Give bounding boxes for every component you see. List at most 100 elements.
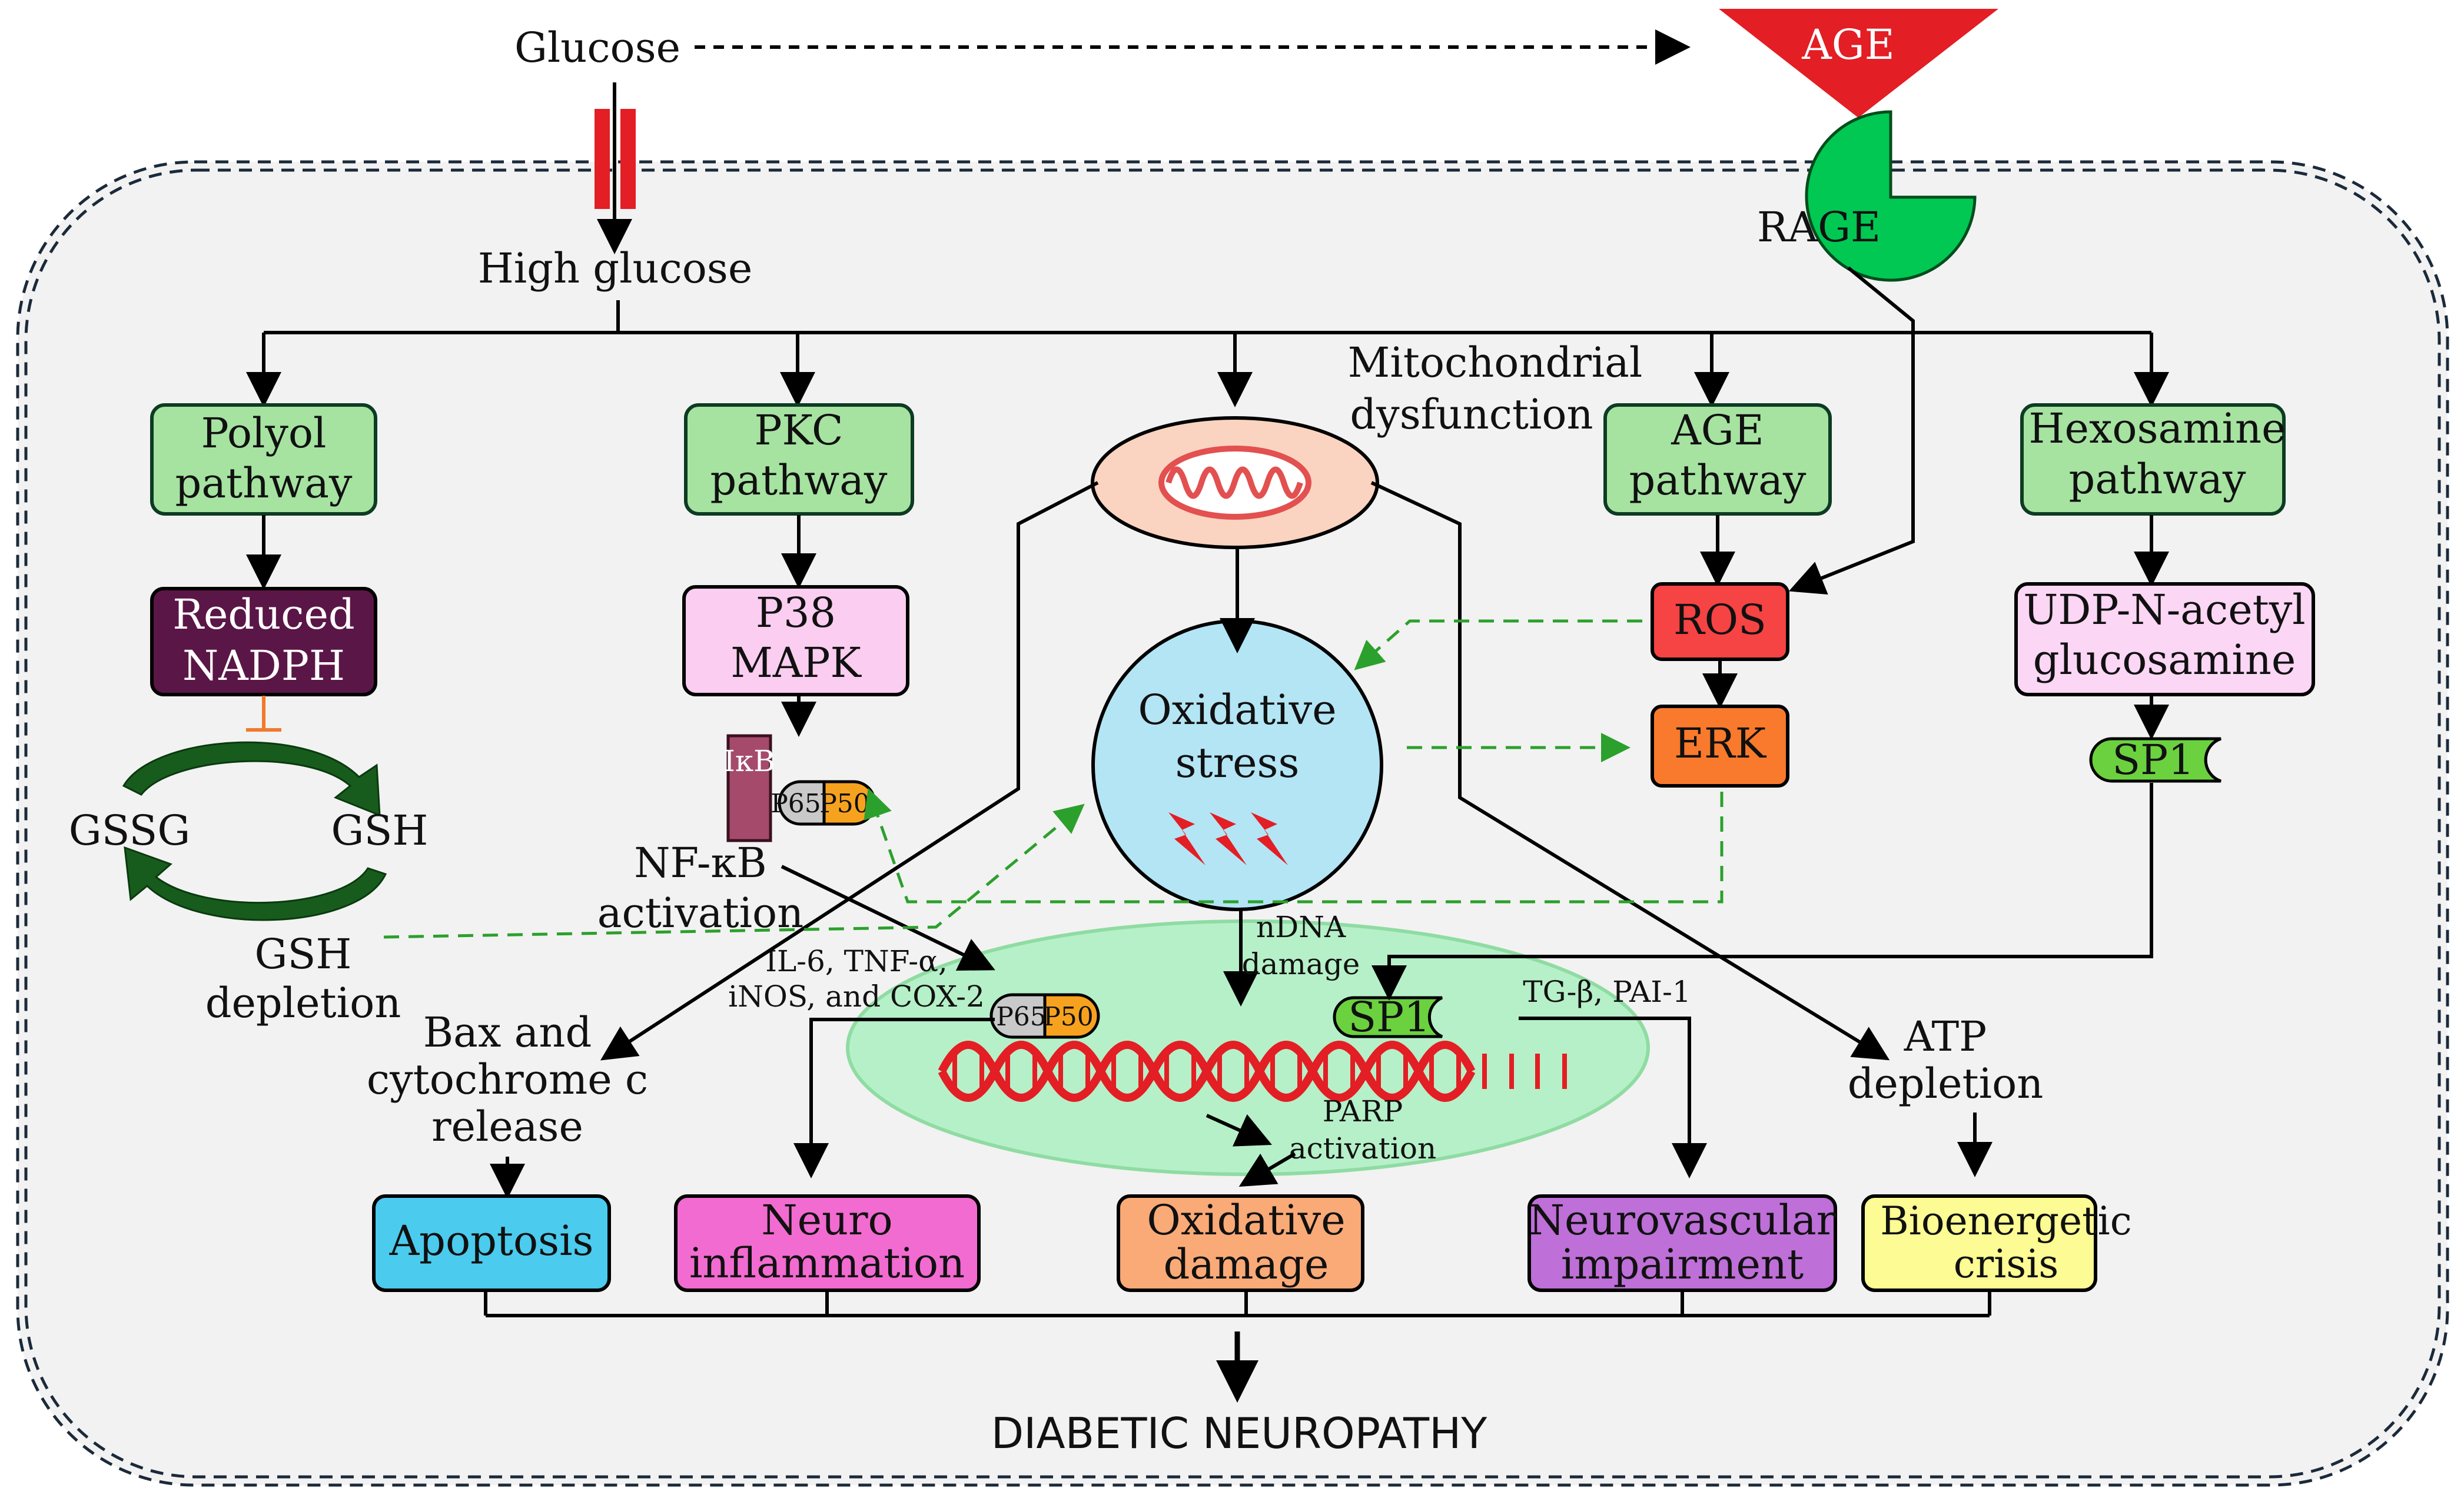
svg-text:UDP-N-acetyl: UDP-N-acetyl [2023,586,2305,634]
svg-text:inflammation: inflammation [689,1239,965,1287]
dashed-feedback-arrows [383,619,1724,939]
reduced-nadph-box: Reduced NADPH [150,587,377,696]
ros-box: ROS [1651,582,1789,661]
svg-text:Hexosamine: Hexosamine [2028,404,2286,453]
svg-text:Neuro: Neuro [761,1196,892,1244]
svg-text:cytochrome c: cytochrome c [367,1055,648,1104]
gssg-label: GSSG [69,806,191,855]
svg-text:AGE: AGE [1671,406,1764,454]
mito-to-atp-arrow [1370,481,1890,1061]
svg-text:P65: P65 [771,789,821,819]
svg-text:pathway: pathway [2069,455,2246,503]
svg-text:iNOS, and COX-2: iNOS, and COX-2 [728,979,985,1014]
svg-text:Bioenergetic: Bioenergetic [1880,1198,2131,1244]
mitochondrion-icon [1091,416,1379,549]
svg-text:Apoptosis: Apoptosis [389,1217,594,1265]
svg-text:stress: stress [1175,739,1300,787]
svg-text:IκB: IκB [723,744,775,778]
svg-text:GSH: GSH [255,930,352,978]
nfkb-activation-label: NF-κB activation [597,839,803,937]
svg-text:IL-6, TNF-α,: IL-6, TNF-α, [765,944,948,978]
svg-text:depletion: depletion [1848,1060,2044,1108]
nuclear-sp1: SP1 [1333,993,1443,1041]
ikb-complex: IκB P65 P50 [723,734,876,842]
svg-text:P38: P38 [756,589,836,637]
cytoplasmic-sp1: SP1 [2089,736,2221,784]
svg-text:P50: P50 [819,789,870,819]
ndna-damage-label: nDNA damage [1242,910,1360,981]
svg-text:NF-κB: NF-κB [634,839,767,887]
svg-text:P65: P65 [996,1002,1047,1032]
svg-text:MAPK: MAPK [730,639,862,687]
atp-depletion-label: ATP depletion [1848,1012,2044,1108]
mito-to-bax-arrow [600,481,1099,1061]
gsh-depletion-label: GSH depletion [205,930,401,1027]
svg-text:damage: damage [1242,947,1360,981]
neurovascular-impairment-box: Neurovascular impairment [1527,1194,1837,1292]
svg-text:pathway: pathway [710,456,888,504]
svg-text:Oxidative: Oxidative [1147,1196,1345,1244]
svg-text:impairment: impairment [1561,1240,1804,1289]
gsh-label: GSH [331,806,429,855]
high-glucose-label: High glucose [478,244,753,293]
svg-text:Neurovascular: Neurovascular [1529,1196,1837,1244]
svg-text:nDNA: nDNA [1256,910,1346,944]
gsh-cycle-arrows [122,741,387,921]
svg-text:ATP: ATP [1904,1012,1987,1061]
svg-text:ROS: ROS [1673,596,1766,644]
svg-text:pathway: pathway [1629,456,1807,504]
sp1-to-neurovascular-arrow [1519,1017,1707,1178]
diabetic-neuropathy-label: DIABETIC NEUROPATHY [991,1409,1488,1458]
svg-text:ERK: ERK [1674,719,1767,768]
svg-text:Reduced: Reduced [172,590,354,639]
udp-glcnac-box: UDP-N-acetyl glucosamine [2014,582,2315,696]
bottom-connectors [484,1290,1991,1317]
neuroinflammation-box: Neuro inflammation [674,1194,981,1292]
age-label: AGE [1801,21,1895,69]
dna-rungs [952,1054,1567,1089]
cytokines-label: IL-6, TNF-α, iNOS, and COX-2 [728,944,985,1014]
nfkb-to-neuroinflammation-arrow [793,1018,995,1178]
svg-text:activation: activation [597,889,803,937]
svg-text:depletion: depletion [205,979,401,1027]
mitochondrial-dysfunction-label: Mitochondrial dysfunction [1348,338,1643,439]
erk-box: ERK [1651,705,1789,788]
rage-to-ros-arrow [1788,266,1915,595]
bax-release-label: Bax and cytochrome c release [367,1008,648,1151]
svg-text:release: release [431,1102,583,1151]
svg-text:Polyol: Polyol [201,409,327,457]
parp-to-damage-arrow [1238,1152,1296,1187]
svg-text:PARP: PARP [1323,1094,1403,1128]
svg-text:dysfunction: dysfunction [1350,390,1593,439]
age-molecule: AGE [1719,9,1998,118]
dna-helix-icon [938,1041,1476,1102]
svg-text:crisis: crisis [1954,1241,2058,1287]
svg-text:PKC: PKC [754,406,843,454]
bioenergetic-crisis-box: Bioenergetic crisis [1861,1194,2132,1292]
oxidative-stress-node: Oxidative stress [1091,619,1383,911]
tg-beta-label: TG-β, PAI-1 [1523,975,1691,1009]
top-connectors [246,300,2169,407]
svg-text:glucosamine: glucosamine [2033,636,2296,684]
dna-to-parp-arrow [1206,1114,1272,1147]
svg-text:SP1: SP1 [2112,736,2194,784]
sp1-to-nucleus-arrow [1372,783,2153,1001]
svg-text:NADPH: NADPH [182,642,345,690]
svg-text:SP1: SP1 [1348,993,1430,1041]
rage-label: RAGE [1757,203,1881,251]
svg-text:Mitochondrial: Mitochondrial [1348,338,1643,387]
age-pathway-box: AGE pathway [1603,403,1832,516]
apoptosis-box: Apoptosis [372,1194,611,1292]
p38-mapk-box: P38 MAPK [682,585,909,696]
rage-receptor: RAGE [1757,110,1977,282]
glucose-transporter [595,109,636,209]
glucose-label: Glucose [514,24,680,72]
oxidative-damage-box: Oxidative damage [1117,1194,1364,1292]
pkc-pathway-box: PKC pathway [684,403,914,516]
polyol-pathway-box: Polyol pathway [150,403,377,516]
svg-text:damage: damage [1164,1240,1329,1289]
svg-text:P50: P50 [1043,1002,1094,1032]
nfkb-to-nucleus-arrow [781,865,995,971]
svg-text:Oxidative: Oxidative [1138,686,1336,734]
nuclear-p65-p50: P65 P50 [989,993,1100,1039]
